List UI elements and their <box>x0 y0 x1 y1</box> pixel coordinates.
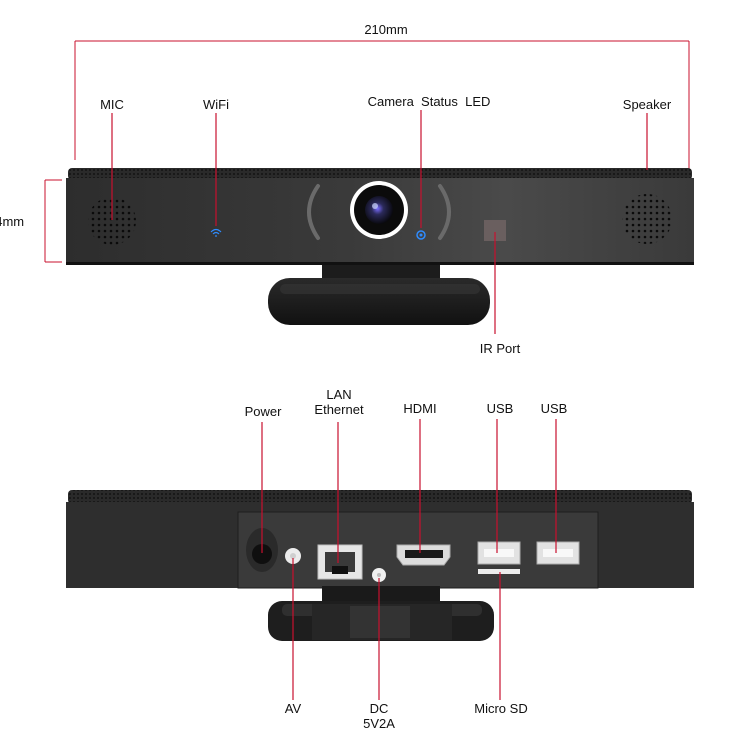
wifi-label: WiFi <box>203 97 229 112</box>
height-dimension <box>44 179 62 263</box>
ir-port-label: IR Port <box>479 341 521 356</box>
lan-label-line2: Ethernet <box>314 402 364 417</box>
width-dimension-label: 210mm <box>364 22 408 37</box>
usb-label-1: USB <box>486 401 514 416</box>
power-label: Power <box>244 404 282 419</box>
hdmi-port <box>396 544 451 566</box>
dc-label: DC 5V2A <box>354 701 404 731</box>
back-pointer-lines <box>261 419 557 700</box>
micro-sd-slot <box>478 569 520 574</box>
mic-holes <box>88 197 136 245</box>
speaker-holes <box>622 194 672 244</box>
back-top-grille <box>68 490 692 504</box>
status-led <box>416 230 426 240</box>
lan-port <box>317 544 363 580</box>
dc-label-line1: DC <box>369 701 389 716</box>
lan-label-line1: LAN <box>326 387 352 402</box>
usb-port-1 <box>477 541 521 565</box>
micro-sd-label: Micro SD <box>474 701 528 716</box>
ir-port <box>484 220 506 241</box>
dc-jack <box>372 568 386 582</box>
hdmi-label: HDMI <box>403 401 437 416</box>
back-mount-clip <box>268 586 494 641</box>
camera-status-led-label: Camera Status LED <box>367 94 491 109</box>
lan-ethernet-label: LAN Ethernet <box>306 387 372 417</box>
speaker-label: Speaker <box>622 97 672 112</box>
height-dimension-label: 54mm <box>0 214 25 229</box>
dc-label-line2: 5V2A <box>363 716 395 731</box>
av-label: AV <box>284 701 302 716</box>
front-pointer-lines <box>111 110 648 334</box>
av-jack <box>285 548 301 564</box>
wifi-icon <box>210 228 222 237</box>
top-grille <box>68 168 692 180</box>
usb-port-2 <box>536 541 580 565</box>
mic-label: MIC <box>100 97 124 112</box>
camera-bezel <box>307 184 451 240</box>
width-dimension <box>74 40 690 172</box>
camera-lens <box>350 181 408 239</box>
front-mount-clip <box>268 260 490 325</box>
usb-label-2: USB <box>540 401 568 416</box>
